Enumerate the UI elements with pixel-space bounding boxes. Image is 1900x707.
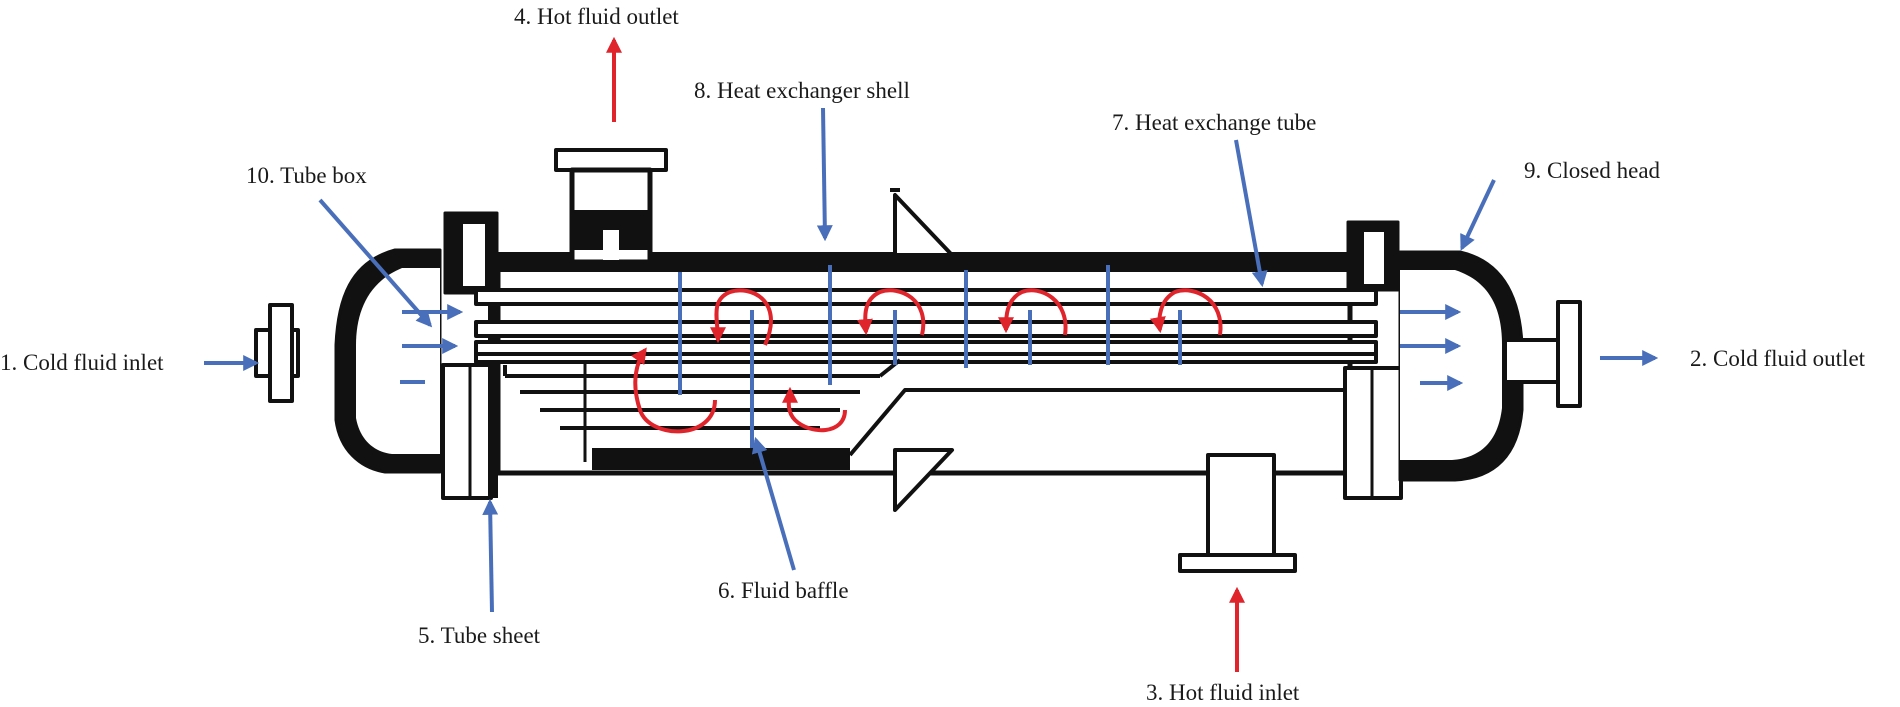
pointer-tube xyxy=(1234,139,1268,288)
label-hot-inlet: 3. Hot fluid inlet xyxy=(1146,680,1300,705)
pointer-closed-head xyxy=(1460,179,1496,251)
labels: 1. Cold fluid inlet 2. Cold fluid outlet… xyxy=(0,4,1866,705)
label-cold-outlet: 2. Cold fluid outlet xyxy=(1690,346,1866,371)
label-tube-box: 10. Tube box xyxy=(246,163,367,188)
cold-outlet-nozzle xyxy=(1503,338,1562,384)
cold-outlet-flange xyxy=(1556,300,1582,408)
flow-swirl-1 xyxy=(631,347,717,434)
tube-sheet-plate xyxy=(441,363,493,500)
hot-outlet-flange xyxy=(554,148,668,172)
cold-inlet-flange xyxy=(268,303,294,403)
pointer-shell xyxy=(816,107,833,242)
label-heat-exchanger-shell: 8. Heat exchanger shell xyxy=(694,78,910,103)
pointer-tube-box xyxy=(318,198,433,328)
label-closed-head: 9. Closed head xyxy=(1524,158,1661,183)
hot-flow-arrows xyxy=(606,36,1245,672)
flow-swirl-6 xyxy=(1150,288,1223,336)
exchanger-body xyxy=(254,148,1582,573)
label-fluid-baffle: 6. Fluid baffle xyxy=(718,578,849,603)
label-cold-inlet: 1. Cold fluid inlet xyxy=(0,350,164,375)
saddle-support-bottom xyxy=(893,448,954,512)
baffle-plates xyxy=(678,265,1182,448)
pointer-tube-sheet xyxy=(482,498,499,613)
hot-inlet-nozzle xyxy=(1206,453,1276,557)
flow-swirl-4 xyxy=(856,288,926,336)
label-tube-sheet: 5. Tube sheet xyxy=(418,623,541,648)
label-heat-exchange-tube: 7. Heat exchange tube xyxy=(1112,110,1316,135)
label-pointers xyxy=(318,107,1496,613)
tube-bundle xyxy=(474,288,1378,364)
flow-swirl-3 xyxy=(781,386,847,433)
label-hot-outlet: 4. Hot fluid outlet xyxy=(514,4,679,29)
flow-swirl-2 xyxy=(709,288,773,346)
flow-swirl-5 xyxy=(997,288,1068,336)
pointer-fluid-baffle xyxy=(751,436,796,571)
hot-inlet-flange xyxy=(1178,553,1297,573)
saddle-support-top xyxy=(893,193,954,257)
